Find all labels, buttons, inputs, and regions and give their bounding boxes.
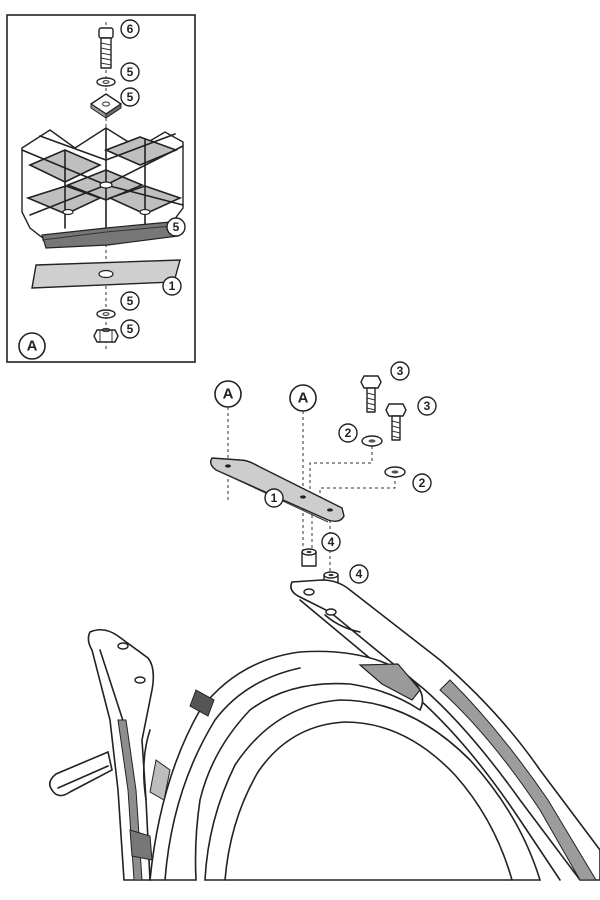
callout-1b: 1 [264, 488, 284, 508]
callout-4-text: 4 [328, 535, 335, 549]
screw-part [98, 27, 114, 69]
washer-hole [102, 80, 110, 84]
callout-3a: 3 [390, 361, 410, 381]
guide-line [319, 476, 396, 505]
callout-2-text: 2 [419, 476, 426, 490]
washer-part [96, 77, 116, 87]
motorcycle-rear-frame [48, 579, 600, 881]
washer-hole [391, 470, 399, 474]
callout-4-text: 4 [356, 567, 363, 581]
callout-3-text: 3 [424, 399, 431, 413]
reference-a-left: A [214, 380, 242, 408]
callout-5b: 5 [120, 87, 140, 107]
square-washer-part [90, 93, 122, 119]
callout-2b: 2 [412, 473, 432, 493]
mount-hole [134, 676, 146, 684]
bolt-part [385, 403, 407, 441]
callout-6: 6 [120, 19, 140, 39]
callout-5-text: 5 [127, 65, 134, 79]
detail-a-label-text: A [27, 338, 38, 355]
detail-a-inset: 6 5 5 5 1 5 5 A [6, 14, 196, 363]
callout-3-text: 3 [397, 364, 404, 378]
main-assembly: A A [48, 361, 600, 881]
callout-5-text: 5 [127, 90, 134, 104]
callout-1a: 1 [162, 276, 182, 296]
callout-5a: 5 [120, 62, 140, 82]
washer-hole [368, 439, 376, 443]
callout-1-text: 1 [169, 279, 176, 293]
callout-4a: 4 [321, 532, 341, 552]
nut-part [93, 327, 119, 343]
spacer-part [301, 548, 317, 567]
grid-panel-part [21, 127, 184, 249]
callout-5c: 5 [166, 217, 186, 237]
mount-hole [303, 588, 315, 596]
detail-a-label: A [18, 332, 46, 360]
callout-3b: 3 [417, 396, 437, 416]
bolt-part [360, 375, 382, 413]
guide-line [309, 446, 373, 495]
reference-a-text: A [223, 386, 234, 403]
callout-4b: 4 [349, 564, 369, 584]
callout-5e: 5 [120, 319, 140, 339]
mount-hole [117, 642, 129, 650]
reference-a-text: A [298, 390, 309, 407]
washer-part [96, 309, 116, 319]
callout-1-text: 1 [271, 491, 278, 505]
callout-5d: 5 [120, 291, 140, 311]
callout-5-text: 5 [173, 220, 180, 234]
reference-a-right: A [289, 384, 317, 412]
callout-6-text: 6 [127, 22, 134, 36]
callout-5-text: 5 [127, 294, 134, 308]
mount-hole [325, 608, 337, 616]
callout-5-text: 5 [127, 322, 134, 336]
callout-2-text: 2 [345, 426, 352, 440]
callout-2a: 2 [338, 423, 358, 443]
